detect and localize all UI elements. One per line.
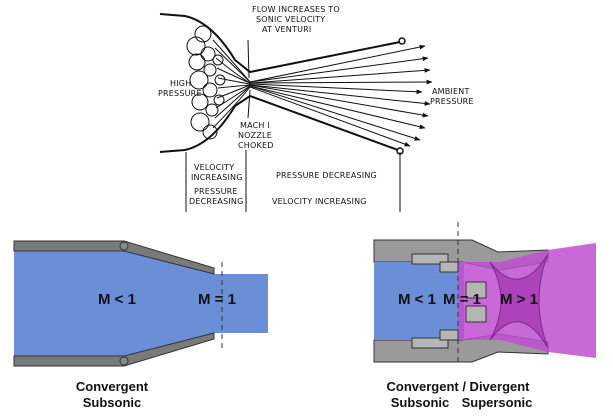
mach-leader — [247, 89, 251, 119]
mach-label-2: NOZZLE — [238, 131, 272, 140]
pressure-decreasing-label: PRESSURE DECREASING — [276, 171, 377, 180]
lower-wall-pivot — [119, 356, 129, 366]
convergent-flow — [14, 251, 268, 356]
pressure-decreasing-1: PRESSURE — [194, 187, 238, 196]
ambient-label-2: PRESSURE — [430, 97, 474, 106]
convergent-nozzle: M < 1 M = 1 Convergent Subsonic — [13, 240, 268, 410]
con-div-nozzle: M < 1 M = 1 M > 1 Convergent / Divergent… — [373, 222, 596, 410]
venturi-sketch: FLOW INCREASES TO SONIC VELOCITY AT VENT… — [158, 5, 474, 212]
convergent-upper-wall — [13, 240, 215, 275]
nozzle-upper-wall — [159, 13, 401, 74]
flow-leader — [247, 39, 250, 79]
velocity-increasing-label: VELOCITY INCREASING — [272, 197, 367, 206]
flow-label-1: FLOW INCREASES TO — [252, 5, 340, 14]
convergent-m-equal-label: M = 1 — [198, 291, 236, 308]
velocity-increasing-2: INCREASING — [191, 173, 243, 182]
high-label-2: PRESSURE — [158, 89, 202, 98]
nozzle-lower-wall — [159, 94, 399, 153]
high-pressure-bubbles — [186, 25, 226, 140]
high-label-1: HIGH — [170, 79, 191, 88]
cd-caption-supersonic: Supersonic — [462, 395, 533, 410]
streamlines — [212, 39, 433, 147]
cd-linkage — [411, 253, 487, 349]
cd-m-equal-label: M = 1 — [443, 291, 481, 308]
convergent-caption-2: Subsonic — [83, 395, 142, 410]
convergent-caption-1: Convergent — [76, 379, 149, 394]
shock-diamond — [489, 253, 549, 349]
mach-label-3: CHOKED — [238, 141, 274, 150]
pressure-decreasing-2: DECREASING — [189, 197, 244, 206]
cd-subsonic-flow — [374, 262, 464, 340]
upper-wall-pivot — [119, 241, 129, 251]
upper-lip — [398, 37, 406, 45]
cd-m-greater-label: M > 1 — [500, 291, 538, 308]
flow-label-2: SONIC VELOCITY — [256, 15, 325, 24]
convergent-lower-wall — [13, 332, 215, 367]
convergent-m-less-label: M < 1 — [98, 291, 136, 308]
mach-label-1: MACH I — [240, 121, 270, 130]
ambient-label-1: AMBIENT — [432, 87, 470, 96]
flow-label-3: AT VENTURI — [262, 25, 311, 34]
cd-caption-subsonic: Subsonic — [391, 395, 450, 410]
cd-m-less-label: M < 1 — [398, 291, 436, 308]
cd-caption-1: Convergent / Divergent — [386, 379, 530, 394]
velocity-increasing-1: VELOCITY — [194, 163, 234, 172]
